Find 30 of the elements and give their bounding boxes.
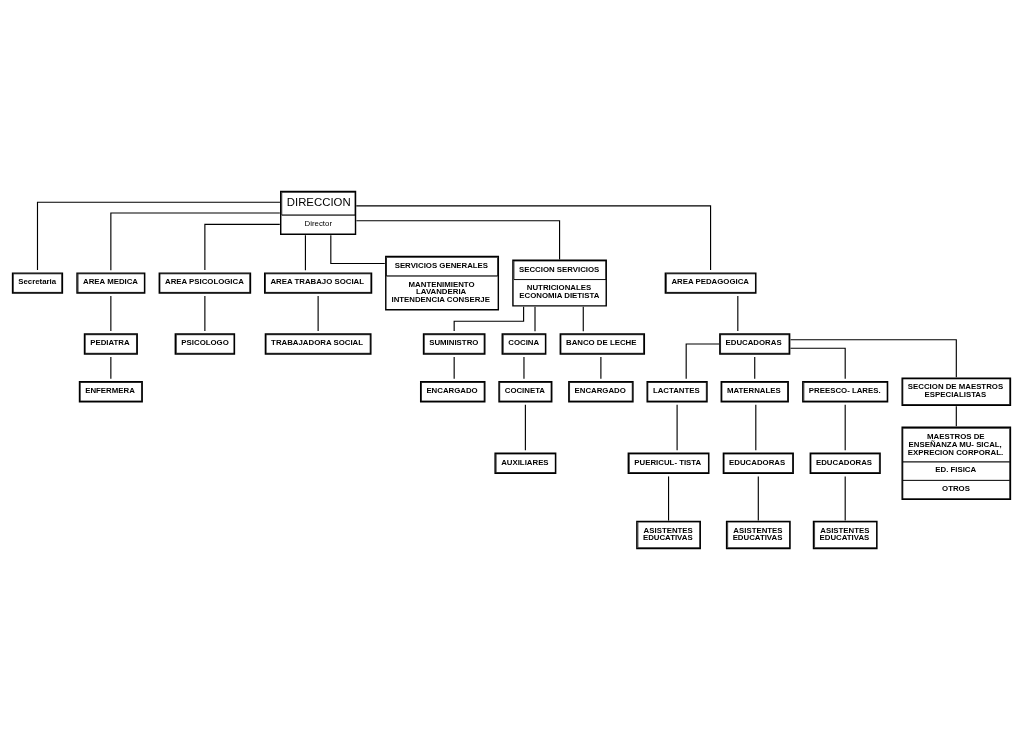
connector	[844, 475, 846, 522]
connector	[453, 306, 524, 332]
connector	[757, 475, 759, 522]
connector	[355, 220, 560, 261]
connector	[736, 295, 738, 332]
connector	[789, 339, 957, 378]
connector	[203, 223, 280, 271]
connector	[844, 404, 846, 451]
connector	[955, 405, 957, 427]
connector	[109, 295, 111, 332]
connector	[753, 356, 755, 380]
connector	[36, 201, 281, 271]
connector	[317, 295, 319, 332]
connector	[789, 347, 846, 380]
connector	[685, 343, 720, 380]
connector	[524, 404, 526, 451]
connector	[203, 295, 205, 332]
connector	[667, 475, 669, 522]
connector	[754, 404, 756, 451]
connector	[676, 404, 678, 451]
connector	[329, 234, 385, 265]
connector	[522, 356, 525, 380]
connector	[304, 234, 306, 271]
connector	[453, 356, 455, 380]
connector	[582, 306, 584, 332]
connector	[109, 212, 280, 271]
connector	[355, 205, 711, 271]
connector	[599, 356, 601, 380]
connector	[533, 306, 536, 332]
connector	[109, 356, 111, 380]
